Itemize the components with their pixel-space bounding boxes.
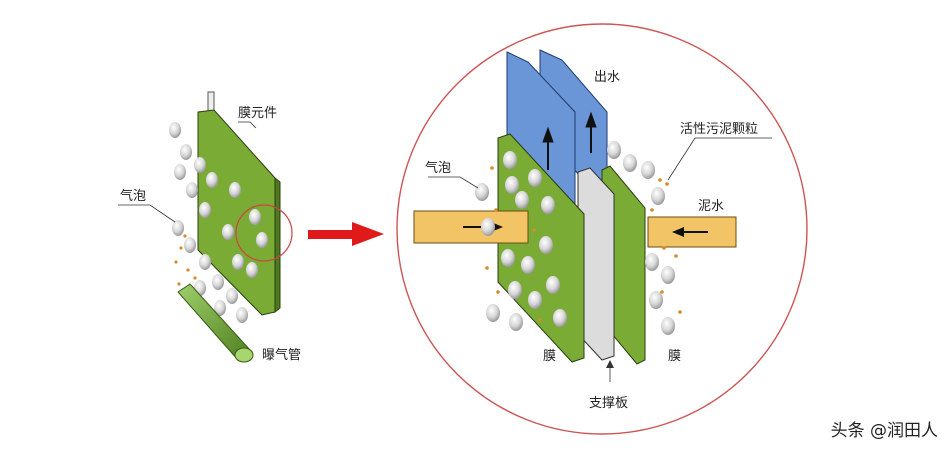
label-outlet-water: 出水 [594,70,621,85]
label-sludge-particles: 活性污泥颗粒 [680,122,759,137]
bubble [505,176,519,194]
left-bubbles [169,122,268,323]
sludge-dot [485,266,489,270]
bubble [180,144,192,160]
zoom-leader-lines [428,137,772,382]
sludge-dot [660,290,664,294]
bubble [186,182,198,198]
left-leader-lines [118,121,257,223]
bubble [222,224,234,240]
sludge-dot [177,282,181,286]
bubble [481,218,495,236]
bubble [541,196,555,214]
bubble [206,172,218,188]
bubble [661,317,675,335]
aerator-pipe [177,283,254,363]
sludge-dot [179,246,183,250]
watermark: 头条 @润田人 [830,421,938,441]
label-aerator: 曝气管 [262,348,302,363]
bubble [623,154,637,172]
membrane-element-side [274,176,281,314]
bubble [515,191,529,209]
red-arrow [308,222,384,246]
label-zoom-bubbles: 气泡 [425,161,452,176]
bubble [256,232,268,248]
bubble [172,220,184,236]
label-membrane-element: 膜元件 [238,106,278,121]
bubble [486,304,500,322]
sludge-dot [538,318,542,322]
zoom-bubbles [475,141,675,335]
bubble [246,262,258,278]
sludge-dot [650,208,654,212]
bubble [232,254,244,270]
zoom-indicator-circle [235,204,293,262]
bubble [508,281,522,299]
label-left-bubbles: 气泡 [120,189,147,204]
bubble [199,202,211,218]
sludge-dot [665,182,669,186]
bubble [199,254,211,270]
bubble [214,300,226,316]
bubble [501,249,515,267]
sludge-dot [174,260,178,264]
bubble [528,291,542,309]
leader-sludge [667,137,772,181]
bubble [212,274,224,290]
bubble [184,237,196,253]
outlet-arrows [542,111,597,170]
bubble [174,164,186,180]
zoom-circle [396,23,808,435]
bubble [553,309,567,327]
sludge-dot [496,290,500,294]
sludge-dot [532,228,536,232]
bubble [194,157,206,173]
bubble [539,236,553,254]
bubble [649,291,663,309]
bubble [229,182,241,198]
bubble [661,266,675,284]
bubble [169,122,181,138]
sludge-dot [678,310,682,314]
bubble [503,151,517,169]
sludge-dot [658,178,662,182]
bubble [226,288,238,304]
label-membrane-right: 膜 [668,349,682,364]
bubble [651,187,665,205]
sludge-dot [674,254,678,258]
bubble [249,209,261,225]
bubble [528,169,542,187]
support-plate-arrowhead [606,360,614,368]
leader-bubbles [118,204,176,223]
label-mixed-liquor: 泥水 [698,199,725,214]
bubble [236,307,248,323]
inflow-left [413,210,529,244]
sludge-dot [186,268,190,272]
label-support-plate: 支撑板 [589,396,629,411]
sludge-dot [193,276,197,280]
inflow-right [647,216,737,248]
bubble [509,313,523,331]
sludge-dot [490,166,494,170]
bubble [645,253,659,271]
bubble [546,276,560,294]
bubble [641,161,655,179]
leader-membrane [238,121,257,129]
label-membrane-left: 膜 [543,349,557,364]
sludge-dot [494,208,498,212]
sludge-dot [183,234,187,238]
leader-zoom-bubbles [428,176,479,189]
sludge-dot [662,246,666,250]
bubble [607,141,621,159]
bubble [475,183,489,201]
bubble [521,256,535,274]
zoom-sludge-dots [485,166,682,322]
